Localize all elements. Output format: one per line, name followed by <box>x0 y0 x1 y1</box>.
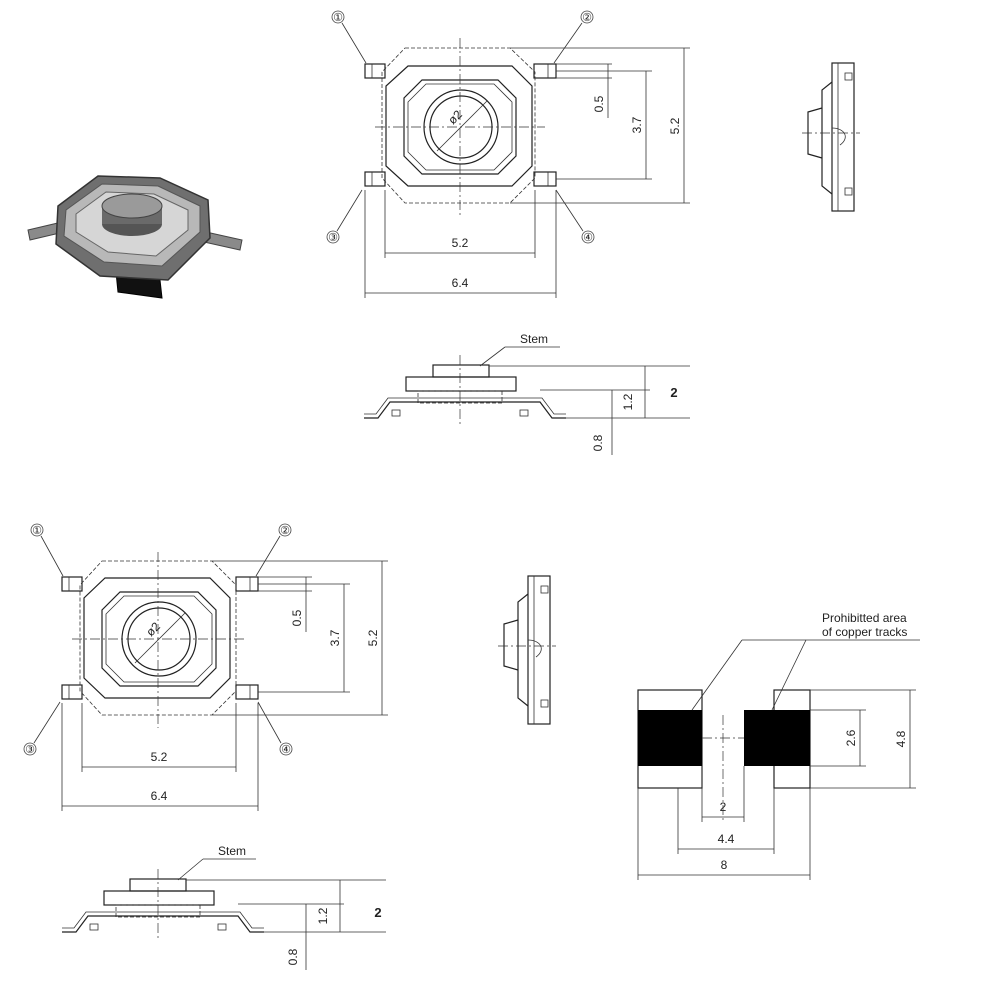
top-view-upper: ø2 ① ② ③ ④ 5.2 3.7 0.5 5.2 6.4 <box>326 10 690 298</box>
pin-2-label: ② <box>582 12 592 24</box>
dim-0-5-lower: 0.5 <box>290 609 304 626</box>
top-view-lower: ø2 ① ② ③ ④ 5.2 3.7 0.5 5.2 6.4 <box>23 523 388 811</box>
pad-dim-4-4: 4.4 <box>718 832 735 846</box>
stem-label-upper: Stem <box>520 332 548 346</box>
dim-5-2-vertical-lower: 5.2 <box>366 629 380 646</box>
front-view-upper: Stem 2 1.2 0.8 <box>364 332 690 455</box>
pin-1-label: ① <box>333 12 343 24</box>
dim-1-2-upper: 1.2 <box>621 393 635 410</box>
dim-0-5: 0.5 <box>592 95 606 112</box>
dim-1-2-lower: 1.2 <box>316 907 330 924</box>
dim-0-8-upper: 0.8 <box>591 434 605 451</box>
dim-5-2-vertical: 5.2 <box>668 117 682 134</box>
pad-dim-8: 8 <box>721 858 728 872</box>
dim-3-7: 3.7 <box>630 116 644 133</box>
dim-3-7-lower: 3.7 <box>328 629 342 646</box>
pad-dim-2-6: 2.6 <box>844 729 858 746</box>
dim-5-2-horizontal-lower: 5.2 <box>151 750 168 764</box>
dim-6-4: 6.4 <box>452 276 469 290</box>
dim-6-4-lower: 6.4 <box>151 789 168 803</box>
pad-dim-4-8: 4.8 <box>894 730 908 747</box>
pin-1-label-lower: ① <box>32 525 42 537</box>
pin-3-label: ③ <box>328 232 338 244</box>
prohibited-label-line2: of copper tracks <box>822 625 907 639</box>
dim-2-upper: 2 <box>670 385 677 400</box>
dim-2-lower: 2 <box>374 905 381 920</box>
stem-label-lower: Stem <box>218 844 246 858</box>
pin-4-label-lower: ④ <box>281 744 291 756</box>
dim-5-2-horizontal: 5.2 <box>452 236 469 250</box>
phi2-label-lower: ø2 <box>143 619 163 639</box>
pad-dim-2: 2 <box>720 800 727 814</box>
prohibited-label-line1: Prohibitted area <box>822 611 907 625</box>
side-view-upper <box>802 62 860 212</box>
front-view-lower: Stem 2 1.2 0.8 <box>62 844 386 970</box>
side-view-lower <box>498 575 556 725</box>
pin-2-label-lower: ② <box>280 525 290 537</box>
dim-0-8-lower: 0.8 <box>286 948 300 965</box>
prohibited-area-left <box>638 710 702 766</box>
prohibited-area-right <box>744 710 810 766</box>
switch-photo <box>27 175 243 299</box>
pin-3-label-lower: ③ <box>25 744 35 756</box>
pin-4-label: ④ <box>583 232 593 244</box>
phi2-label: ø2 <box>445 107 465 127</box>
pcb-footprint: Prohibitted area of copper tracks 4.8 2.… <box>637 611 920 880</box>
